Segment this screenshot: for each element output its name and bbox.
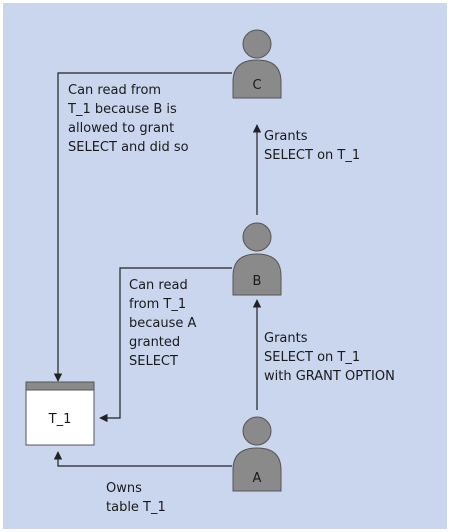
user-a: A — [232, 416, 282, 492]
arrow-c-to-table — [53, 72, 232, 382]
user-c-letter: C — [252, 78, 261, 93]
table-t1-body — [25, 389, 95, 446]
label-c-read-line: Can read from — [68, 83, 161, 98]
label-owns-line: table T_1 — [106, 500, 166, 515]
person-c-body-icon — [232, 59, 282, 99]
arrow-a-to-table — [53, 451, 232, 467]
diagram-panel — [3, 3, 447, 529]
table-t1: T_1 — [25, 381, 95, 446]
label-b-read-line: granted — [129, 335, 180, 350]
person-c-head-icon — [242, 29, 272, 59]
label-b-read-line: from T_1 — [129, 297, 186, 312]
person-a-body-icon — [232, 447, 282, 492]
label-b-read-line: SELECT — [129, 354, 178, 369]
person-b-head-icon — [242, 222, 272, 252]
label-b-read-line: because A — [129, 316, 197, 331]
person-a-head-icon — [242, 416, 272, 446]
arrow-b-to-table — [99, 267, 232, 423]
label-grant-b-to-c-line: Grants — [264, 129, 308, 144]
label-c-read-line: T_1 because B is — [67, 102, 177, 117]
user-c: C — [232, 29, 282, 99]
label-owns-line: Owns — [106, 481, 142, 496]
table-t1-name: T_1 — [48, 412, 72, 427]
label-grant-a-to-b-line: Grants — [264, 331, 308, 346]
label-c-read-line: allowed to grant — [68, 121, 174, 136]
label-grant-a-to-b-line: with GRANT OPTION — [264, 369, 395, 384]
table-t1-header — [25, 381, 95, 391]
user-b: B — [232, 222, 282, 296]
user-b-letter: B — [253, 274, 262, 289]
label-c-read-line: SELECT and did so — [68, 140, 189, 155]
label-grant-b-to-c-line: SELECT on T_1 — [264, 148, 360, 163]
label-b-read-line: Can read — [129, 278, 188, 293]
person-b-body-icon — [232, 253, 282, 296]
label-grant-a-to-b-line: SELECT on T_1 — [264, 350, 360, 365]
label-owns: Owns table T_1 — [106, 481, 166, 515]
user-a-letter: A — [253, 471, 262, 486]
